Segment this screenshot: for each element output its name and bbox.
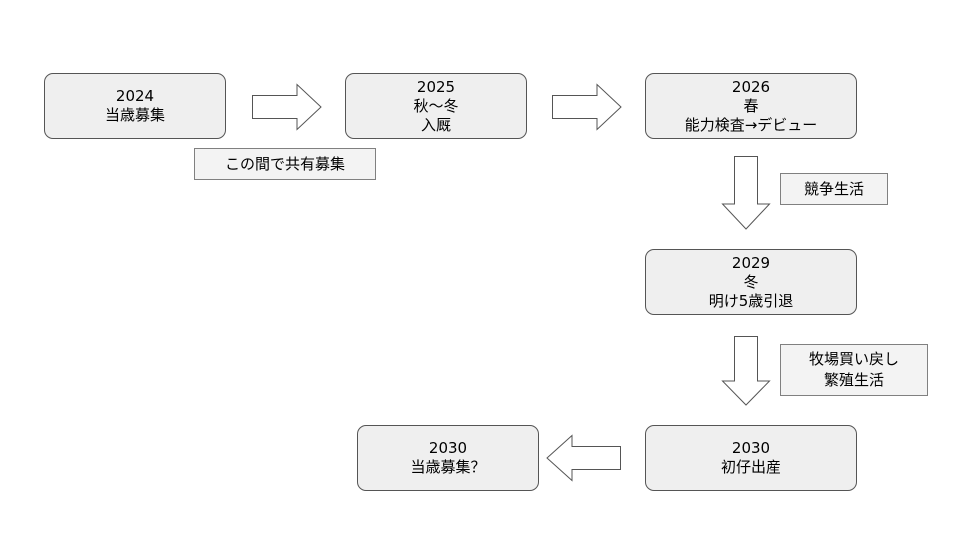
note-shared-recruit-text: この間で共有募集 [224, 154, 345, 173]
node-2030-recruit-year: 2030 [428, 439, 468, 457]
node-2024-year: 2024 [115, 87, 155, 105]
node-2026-year: 2026 [731, 77, 771, 96]
node-2026: 2026 春 能力検査→デビュー [645, 73, 857, 139]
node-2030-birth: 2030 初仔出産 [645, 425, 857, 491]
note-shared-recruit: この間で共有募集 [194, 148, 376, 180]
node-2029-season: 冬 [743, 272, 759, 291]
note-breeding-line1: 牧場買い戻し [808, 350, 899, 368]
node-2026-season: 春 [743, 96, 759, 115]
note-breeding-line2: 繁殖生活 [823, 371, 884, 389]
node-2030-recruit-text: 当歳募集？ [410, 458, 486, 476]
node-2024: 2024 当歳募集 [44, 73, 226, 139]
node-2025-year: 2025 [416, 77, 456, 96]
node-2024-text: 当歳募集 [104, 106, 165, 124]
note-racing-life-text: 競争生活 [803, 179, 864, 198]
note-racing-life: 競争生活 [780, 173, 888, 205]
node-2026-text: 能力検査→デビュー [684, 115, 818, 134]
arrow-right-1 [252, 83, 322, 131]
arrow-right-2 [552, 83, 622, 131]
note-breeding: 牧場買い戻し 繁殖生活 [780, 344, 928, 396]
node-2030-birth-year: 2030 [731, 439, 771, 457]
arrow-down-1 [721, 156, 771, 230]
node-2030-birth-text: 初仔出産 [720, 458, 781, 476]
node-2030-recruit: 2030 当歳募集？ [357, 425, 539, 491]
node-2025: 2025 秋～冬 入厩 [345, 73, 527, 139]
arrow-left-1 [546, 434, 621, 482]
node-2029: 2029 冬 明け5歳引退 [645, 249, 857, 315]
arrow-down-2 [721, 336, 771, 406]
node-2029-text: 明け5歳引退 [708, 291, 794, 310]
node-2025-season: 秋～冬 [413, 96, 459, 115]
node-2029-year: 2029 [731, 253, 771, 272]
node-2025-text: 入厩 [420, 115, 451, 134]
